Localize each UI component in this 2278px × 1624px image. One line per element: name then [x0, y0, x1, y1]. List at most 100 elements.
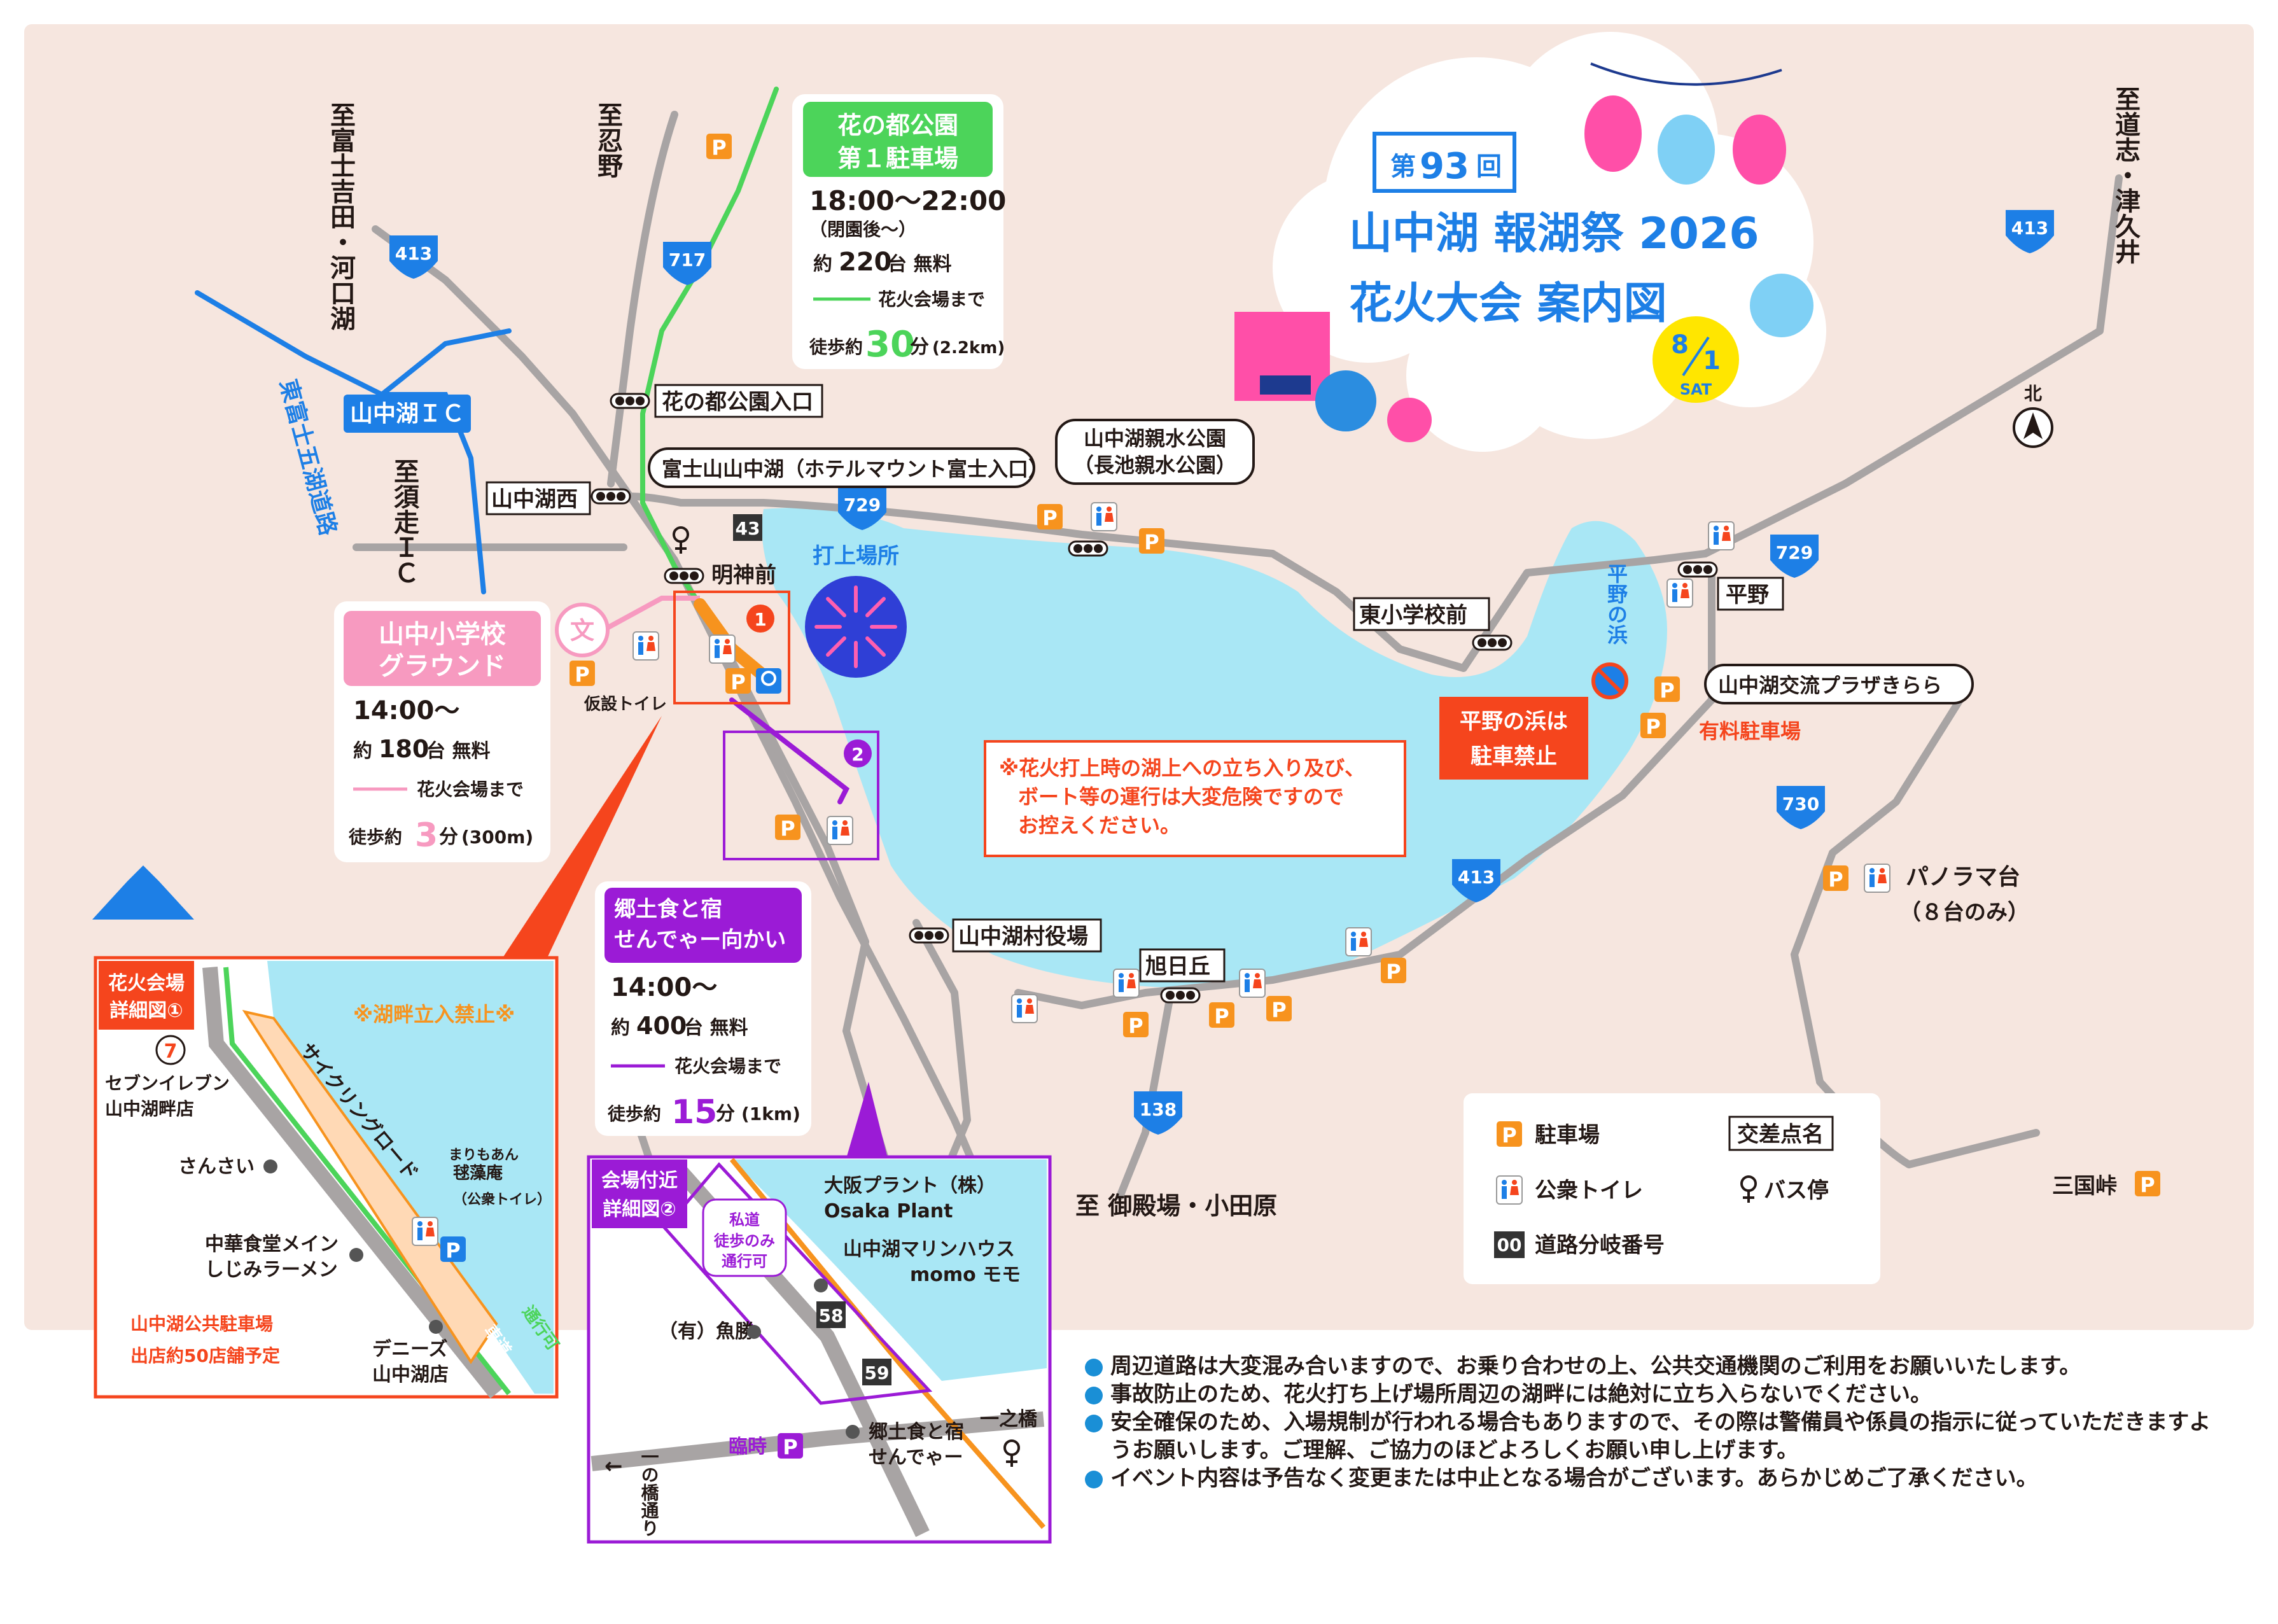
legend-number-sample: 00: [1497, 1235, 1522, 1256]
senderya-title1: 郷土食と宿: [614, 897, 722, 922]
wheelchair-icon: [756, 668, 781, 694]
school-title2: グラウンド: [379, 652, 506, 681]
detail1-road: [202, 967, 503, 1399]
school-title1: 山中小学校: [379, 620, 506, 649]
place-yamanakako-nishi: 山中湖西: [491, 487, 578, 512]
notice-item: 事故防止のため、花火打ち上げ場所周辺の湖畔には絶対に立ち入らないでください。: [1085, 1380, 2218, 1408]
date-slash: [1682, 336, 1710, 377]
hirano-no-parking-2: 駐車禁止: [1471, 744, 1557, 769]
label-box-nishi: [486, 481, 591, 515]
dir-doushi: 至道志・津久井: [2111, 86, 2141, 265]
label-box-hirano: [1717, 577, 1784, 611]
svg-text:138: 138: [1140, 1099, 1177, 1120]
detail2-private-box: [702, 1198, 787, 1277]
detail1-dennys-2: 山中湖店: [372, 1364, 449, 1386]
mount-fuji-icon: [92, 865, 194, 920]
hananomiyako-title2: 第１駐車場: [837, 144, 958, 172]
svg-text:文: 文: [570, 617, 594, 645]
senderya-walk-prefix: 徒歩約: [607, 1103, 661, 1124]
lantern-icons: [1584, 62, 1786, 185]
parking-card-senderya-header: [604, 888, 802, 963]
hananomiyako-cap-prefix: 約: [813, 253, 832, 276]
branch-58-box: [816, 1301, 846, 1328]
route-shield-729b: 729: [1770, 535, 1819, 578]
place-myojinmae: 明神前: [711, 563, 776, 588]
callout-shinsui-box: [1055, 419, 1255, 485]
branch-59-box: [862, 1359, 891, 1385]
launch-site-label: 打上場所: [813, 543, 899, 569]
senderya-capacity: 400: [636, 1012, 687, 1040]
signal-higashi-school: [1472, 634, 1513, 651]
detail2-pointer: [846, 1082, 888, 1158]
dir-gotemba: 至 御殿場・小田原: [1075, 1192, 1277, 1220]
school-route-label: 花火会場まで: [417, 779, 524, 800]
detail2-venue: [662, 1162, 933, 1405]
route-shield-413a: 413: [389, 235, 438, 279]
place-hirano: 平野: [1726, 582, 1769, 608]
detail1-parking: P: [440, 1236, 466, 1263]
north-arrow-head: [2023, 412, 2043, 439]
dir-oshino: 至忍野: [593, 102, 623, 178]
detail1-marimo-2: 毬藻庵: [453, 1163, 503, 1183]
detail1-dennys-1: デニーズ: [372, 1338, 448, 1361]
legend-number-box: [1494, 1231, 1525, 1258]
detail2-osaka-2: Osaka Plant: [824, 1200, 953, 1222]
detail2-private-2: 徒歩のみ: [713, 1232, 775, 1250]
hananomiyako-walk-min: 30: [865, 324, 915, 365]
senderya-walk-dist: (1km): [741, 1103, 800, 1124]
svg-text:729: 729: [844, 494, 881, 515]
senderya-walk-unit: 分: [716, 1103, 735, 1125]
hananomiyako-cap-suffix: 台 無料: [888, 253, 951, 276]
hananomiyako-route-label: 花火会場まで: [878, 289, 985, 310]
detail1-marimo-3: （公衆トイレ）: [453, 1191, 551, 1208]
warning-line1: ※花火打上時の湖上への立ち入り及び、: [999, 756, 1365, 780]
ic-badge: [344, 395, 471, 433]
route-shield-413b: 413: [2006, 210, 2054, 253]
date-circle: [1653, 316, 1739, 403]
detail2-private-3: 通行可: [722, 1252, 767, 1270]
hananomiyako-walk-dist: (2.2km): [932, 339, 1005, 358]
school-walk-min: 3: [415, 816, 438, 855]
pink-route: [590, 596, 700, 639]
paid-parking-label: 有料駐車場: [1699, 719, 1801, 743]
label-box-village: [952, 918, 1102, 953]
parking-card-hananomiyako-header: [803, 102, 993, 177]
warning-line2: ボート等の運行は大変危険ですので: [1018, 785, 1344, 809]
legend-toilet-icon: [1496, 1175, 1523, 1205]
dir-fujiyoshida: 至富士吉田・河口湖: [326, 102, 356, 331]
callout-bus-fuji: 富士山山中湖（ホテルマウント富士入口）: [662, 457, 1049, 481]
callout-shinsui-2: （長池親水公園）: [1073, 453, 1236, 477]
legend-parking-icon: [1497, 1121, 1522, 1147]
school-hours: 14:00〜: [353, 696, 459, 725]
detail2-temp-parking: P: [778, 1433, 803, 1459]
venue-1-number: 1: [754, 609, 766, 630]
svg-text:730: 730: [1782, 794, 1819, 815]
place-asahigaoka: 旭日丘: [1145, 954, 1210, 979]
flower-icon: [1387, 398, 1432, 442]
venue-2-marker: [844, 739, 872, 767]
detail1-title-box: [99, 961, 194, 1030]
school-cap-suffix: 台 無料: [426, 740, 490, 762]
seven-eleven-glyph: 7: [164, 1040, 178, 1063]
signal-hirano: [1677, 561, 1718, 578]
green-route: [640, 87, 779, 626]
notice-item: 周辺道路は大変混み合いますので、お乗り合わせの上、公共交通機関のご利用をお願いい…: [1085, 1352, 2218, 1380]
signal-village-office: [909, 927, 949, 944]
senderya-route-label: 花火会場まで: [674, 1056, 781, 1077]
detail1-chuka-2: しじみラーメン: [205, 1259, 338, 1281]
school-walk-prefix: 徒歩約: [348, 827, 402, 848]
edition-suffix: 回: [1476, 152, 1502, 181]
date-month: 8: [1671, 330, 1689, 360]
school-capacity: 180: [379, 735, 429, 763]
edition-number: 93: [1420, 146, 1469, 187]
temp-toilet-label: 仮設トイレ: [583, 694, 667, 714]
compass-label: 北: [2024, 383, 2042, 404]
branch-58: 58: [819, 1305, 844, 1326]
seven-eleven-icon: [155, 1035, 186, 1065]
legend-bus-stop: バス停: [1764, 1178, 1829, 1203]
edition-prefix: 第: [1390, 152, 1416, 181]
detail2-marine-dot: [814, 1278, 828, 1292]
route-shield-413c: 413: [1452, 859, 1500, 902]
hananomiyako-title1: 花の都公園: [837, 111, 958, 139]
detail2-ichinohashi-dori: 一の橋通り: [639, 1448, 660, 1537]
